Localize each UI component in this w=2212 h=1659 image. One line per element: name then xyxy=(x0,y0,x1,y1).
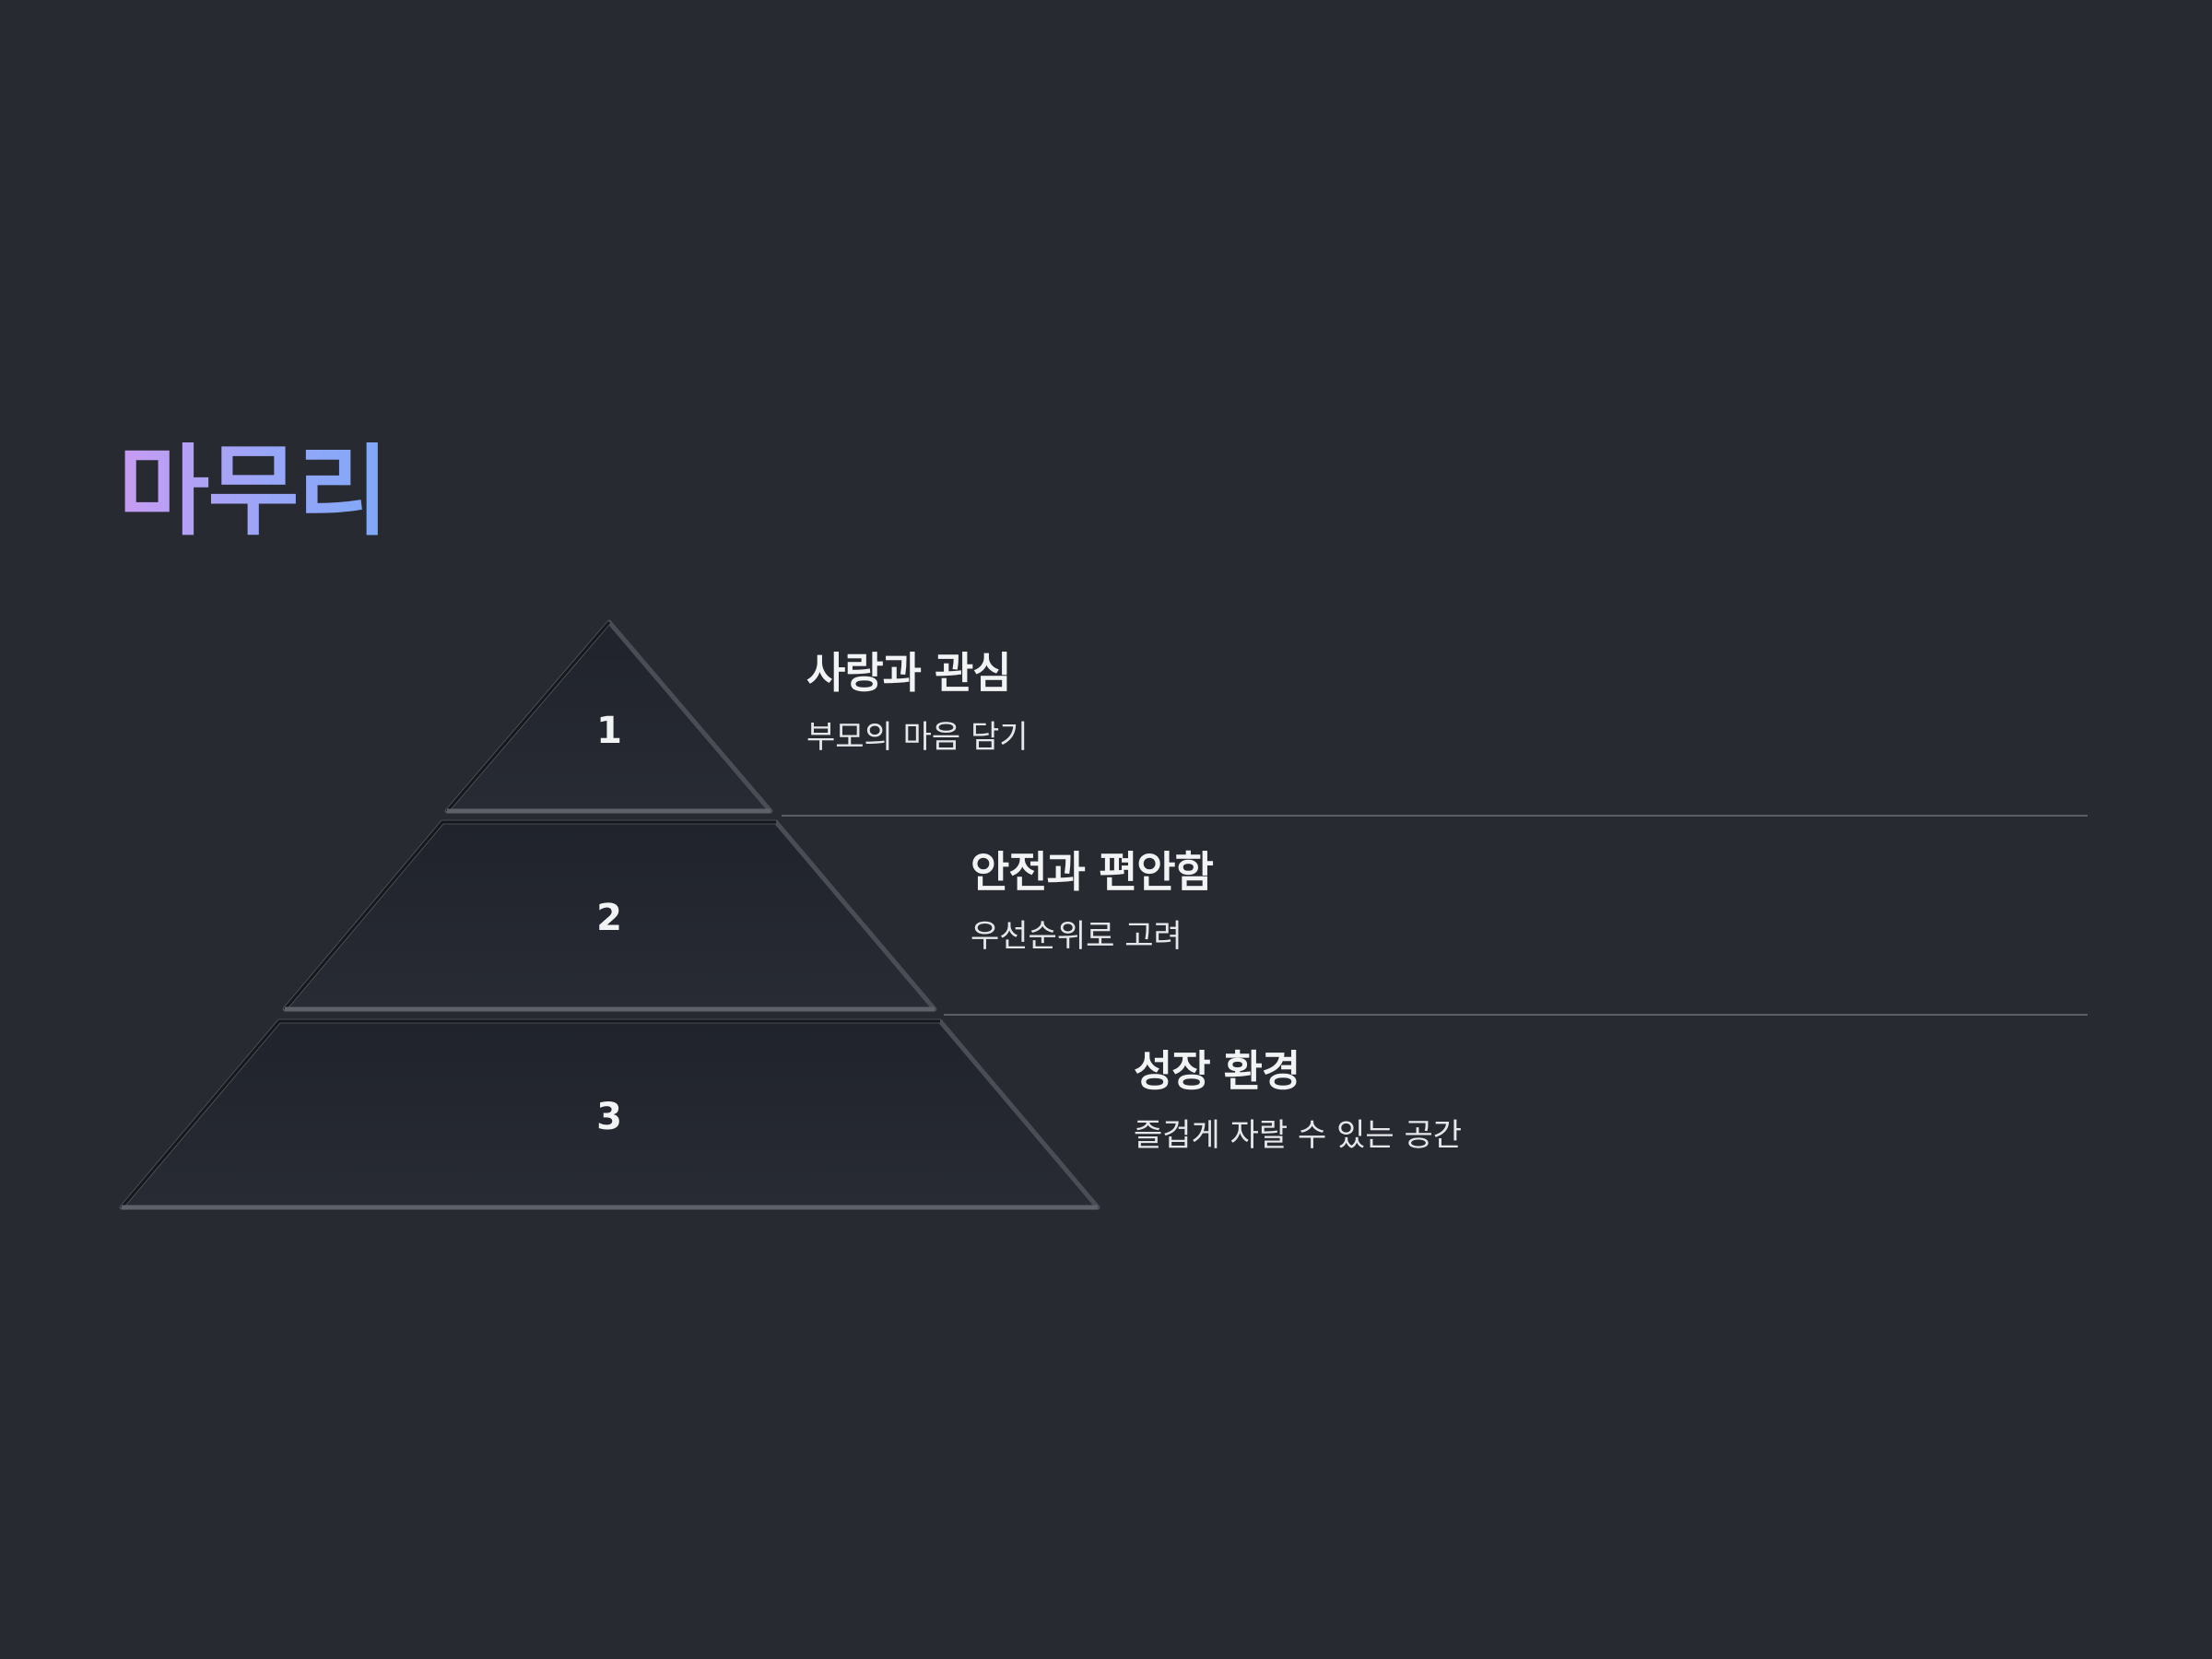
level-2-title: 안전과 편안함 xyxy=(971,847,1214,897)
level-1-description: 부모의 마음 담기 xyxy=(806,719,1029,757)
slide-title: 마무리 xyxy=(118,434,389,549)
level-2-text: 안전과 편안함 우선순위로 고려 xyxy=(971,847,1214,956)
pyramid-tier-1: 1 xyxy=(444,619,773,814)
divider-1 xyxy=(782,815,2088,817)
tier-1-number: 1 xyxy=(596,710,622,752)
level-3-text: 성장 환경 즐겁게 자랄 수 있는 공간 xyxy=(1134,1046,1462,1155)
tier-3-number: 3 xyxy=(596,1096,622,1138)
level-2-description: 우선순위로 고려 xyxy=(971,918,1182,956)
tier-2-number: 2 xyxy=(596,897,622,939)
level-1-title: 사랑과 관심 xyxy=(806,648,1012,698)
level-3-title: 성장 환경 xyxy=(1134,1046,1300,1096)
level-1-text: 사랑과 관심 부모의 마음 담기 xyxy=(806,648,1029,757)
pyramid-tier-3: 3 xyxy=(119,1018,1100,1210)
level-3-description: 즐겁게 자랄 수 있는 공간 xyxy=(1134,1117,1463,1155)
pyramid-tier-2: 2 xyxy=(282,819,937,1012)
divider-2 xyxy=(944,1014,2088,1016)
